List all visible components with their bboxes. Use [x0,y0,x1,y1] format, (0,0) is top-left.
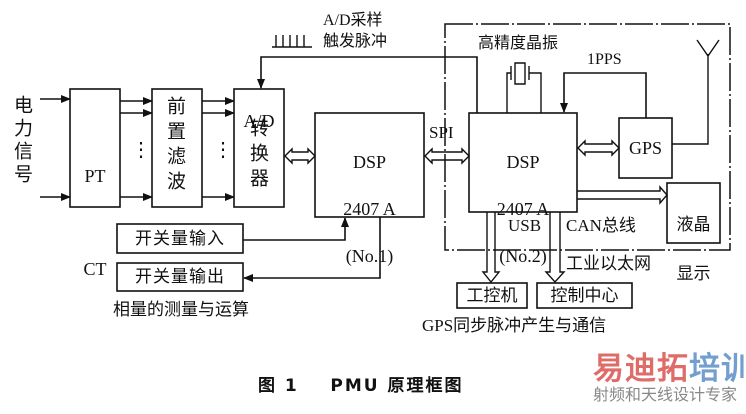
gps-section-boundary [444,23,731,251]
trigger-pulse-line [257,56,478,113]
sampling-trigger-line1: A/D采样 [323,12,383,29]
adc-block [233,88,285,208]
pt-ct-block [69,88,121,208]
usb-label: USB [508,216,542,235]
pulse-train-icon [272,35,312,48]
adc-text: A/D [234,92,284,133]
ethernet-label: 工业以太网 [566,254,651,274]
antenna-icon [672,39,720,145]
adc-label-line2: 转换器 [247,118,269,193]
pt-label: PT [84,165,106,186]
dsp2-text: DSP 2407 A (No.2) [469,128,577,268]
dsp1-line2: 2407 A [343,199,396,220]
dsp2-lcd-bus [577,185,668,205]
ct-label: CT [83,259,107,280]
prefilter-label: 前置滤波 [164,96,186,196]
adc-dsp1-bus [284,147,316,165]
pps-line [560,72,647,118]
sampling-trigger-label: A/D采样 触发脉冲 [323,10,387,51]
lcd-line2: 显示 [676,263,711,284]
lcd-block [666,182,721,244]
figure-caption: 图 1 PMU 原理框图 [258,376,464,396]
control-center-block [536,282,633,309]
dsp1-line3: (No.1) [345,245,394,266]
switch-in-text: 开关量输入 [135,229,225,249]
input-signal-label: 电力信号 [11,95,33,187]
crystal-oscillator-icon [506,62,542,113]
can-label: CAN总线 [566,216,636,235]
section-right-label: GPS同步脉冲产生与通信 [422,316,607,335]
dsp2-block [468,112,578,213]
lcd-line1: 液晶 [676,214,711,235]
can-ethernet-bus [544,212,566,284]
dsp1-text: DSP 2407 A (No.1) [315,128,424,268]
ellipsis-1: ⋮ [131,139,151,161]
usb-bus [481,212,501,284]
adc-label-line1: A/D [243,111,275,132]
prefilter-block [151,88,203,208]
crystal-label: 高精度晶振 [478,33,559,52]
dsp2-line1: DSP [506,152,540,173]
ipc-text: 工控机 [466,286,518,306]
dsp1-line1: DSP [352,152,387,173]
control-center-text: 控制中心 [550,286,619,306]
dsp2-line3: (No.2) [499,245,547,266]
watermark-title: 易迪拓培训 [593,354,746,385]
section-left-label: 相量的测量与运算 [113,300,249,320]
switch-out-text: 开关量输出 [135,267,225,287]
lcd-text: 液晶 显示 [667,188,720,287]
pt-ct-text: PT CT [70,106,120,293]
sampling-trigger-line2: 触发脉冲 [323,31,388,50]
dsp1-block [314,112,425,218]
watermark-subtitle: 射频和天线设计专家 [593,387,738,404]
dsp2-line2: 2407 A [496,199,550,220]
switch-in-block [116,223,244,254]
pps-label: 1PPS [587,51,622,68]
spi-bus [424,147,470,165]
gps-text: GPS [628,138,663,158]
spi-label: SPI [429,123,454,142]
watermark-title-red: 易迪拓 [593,351,689,387]
ipc-block [456,282,528,309]
ellipsis-2: ⋮ [213,139,233,161]
switch-in-line [243,217,349,241]
watermark-title-blue: 培训 [689,351,746,387]
switch-out-line [243,217,381,282]
watermark: 易迪拓培训 射频和天线设计专家 [593,354,746,404]
dsp2-gps-bus [577,139,620,157]
